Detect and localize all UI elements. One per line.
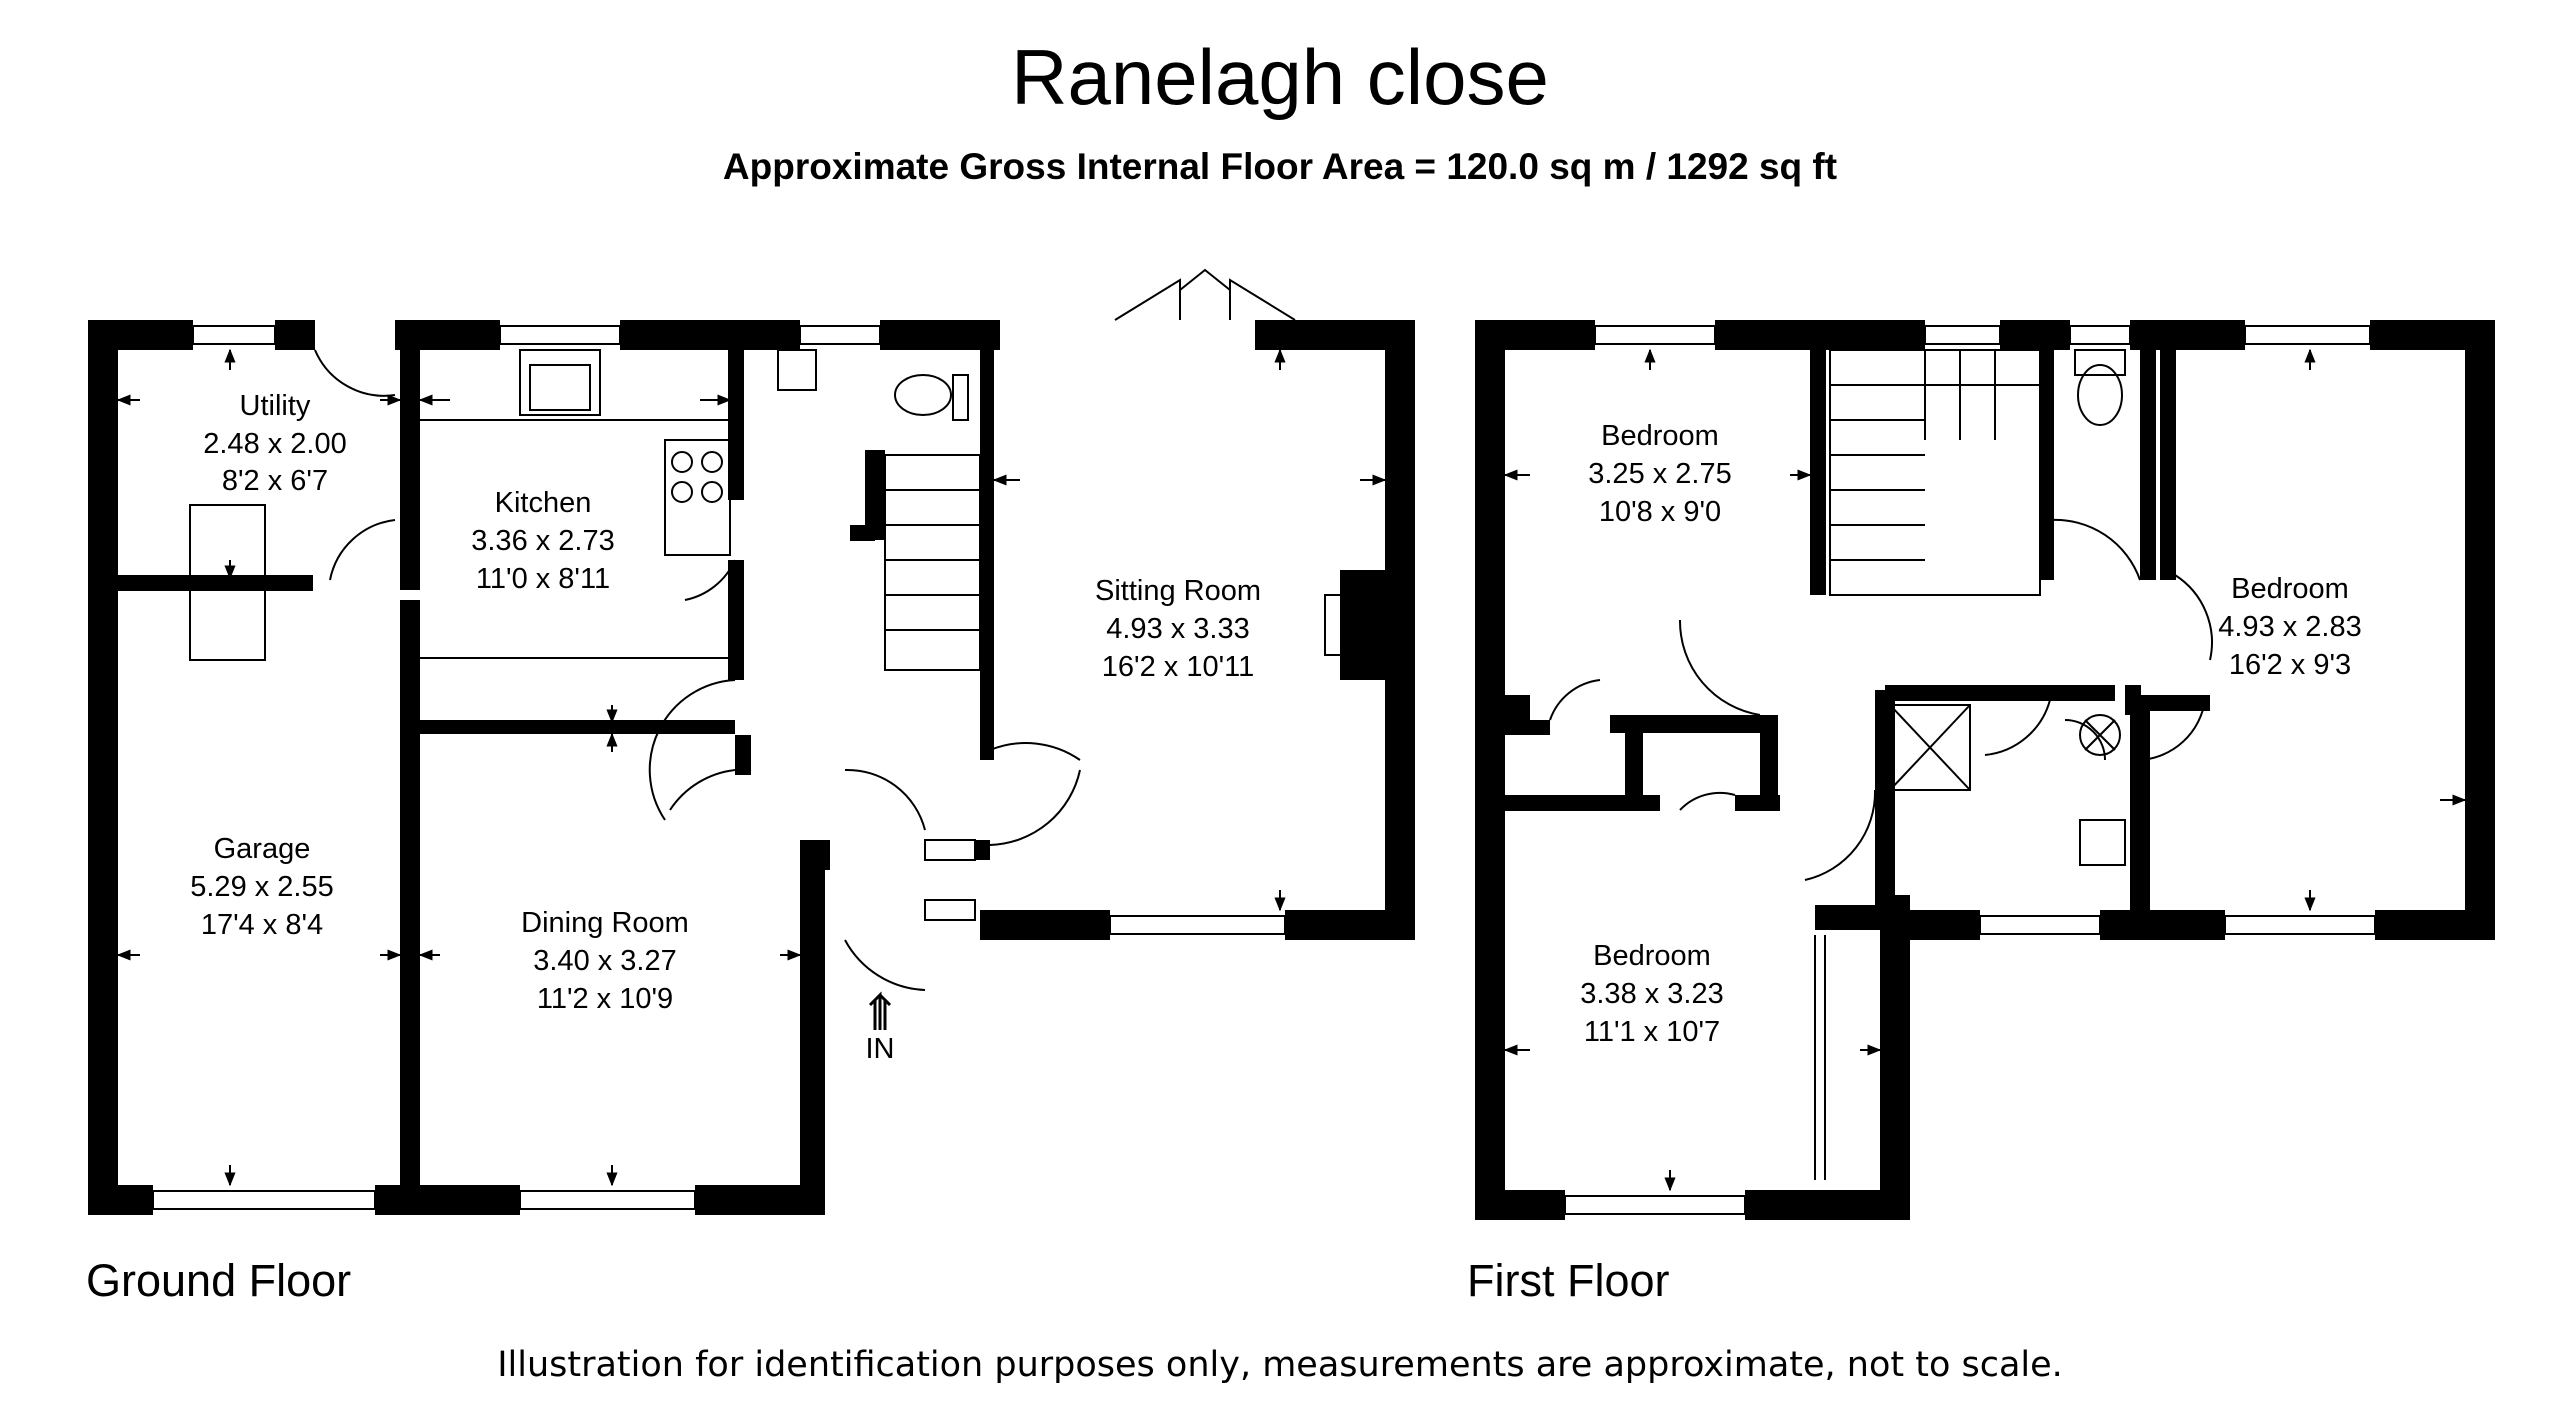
ground-floor-openings (152, 268, 1346, 1210)
bedroom3-imperial: 11'1 x 10'7 (1584, 1016, 1720, 1048)
bedroom1-imperial: 10'8 x 9'0 (1599, 496, 1721, 528)
dining-room-imperial: 11'2 x 10'9 (537, 983, 673, 1015)
ground-floor-label: Ground Floor (86, 1255, 352, 1306)
bedroom1-name: Bedroom (1601, 420, 1719, 452)
kitchen-metric: 3.36 x 2.73 (471, 525, 615, 557)
first-floor-walls (1475, 320, 2495, 1220)
ground-floor-walls (88, 320, 1415, 1215)
bedroom1-metric: 3.25 x 2.75 (1588, 458, 1732, 490)
dimension-arrows (116, 348, 2467, 1192)
utility-name: Utility (240, 390, 311, 422)
kitchen-name: Kitchen (495, 487, 592, 519)
bedroom2-name: Bedroom (2231, 573, 2349, 605)
dining-room-name: Dining Room (521, 907, 689, 939)
bedroom3-metric: 3.38 x 3.23 (1580, 978, 1724, 1010)
bedroom2-imperial: 16'2 x 9'3 (2229, 649, 2351, 681)
page-title: Ranelagh close (1011, 33, 1549, 121)
first-floor-label: First Floor (1467, 1255, 1670, 1306)
dining-room-metric: 3.40 x 3.27 (533, 945, 677, 977)
sitting-room-imperial: 16'2 x 10'11 (1102, 651, 1254, 683)
entrance-label: IN (866, 1033, 895, 1065)
sitting-room-name: Sitting Room (1095, 575, 1261, 607)
garage-metric: 5.29 x 2.55 (190, 871, 334, 903)
first-floor-openings (1549, 325, 2376, 1215)
bedroom3-name: Bedroom (1593, 940, 1711, 972)
garage-name: Garage (214, 833, 311, 865)
kitchen-imperial: 11'0 x 8'11 (476, 563, 610, 595)
floor-area-subtitle: Approximate Gross Internal Floor Area = … (722, 146, 1838, 187)
disclaimer-text: Illustration for identification purposes… (497, 1345, 2063, 1385)
utility-metric: 2.48 x 2.00 (203, 428, 347, 460)
sitting-room-metric: 4.93 x 3.33 (1106, 613, 1250, 645)
utility-imperial: 8'2 x 6'7 (222, 465, 328, 497)
entrance-arrow-icon (868, 991, 892, 1030)
bedroom2-metric: 4.93 x 2.83 (2218, 611, 2362, 643)
garage-imperial: 17'4 x 8'4 (201, 909, 323, 941)
